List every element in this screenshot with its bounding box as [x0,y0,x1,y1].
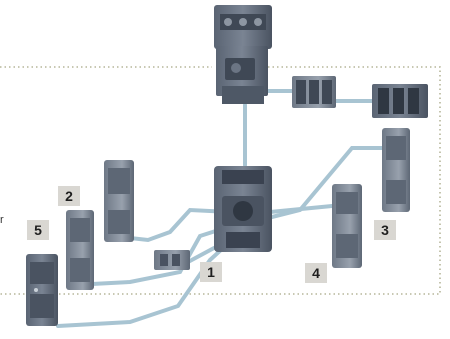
aux-module-bottom [26,254,58,326]
badge-1: 1 [200,262,222,282]
aux-module-3 [382,128,410,212]
edge-text: r [0,214,4,226]
terminal-block-a [292,76,336,108]
aux-module-2 [104,160,134,242]
aux-module-5 [66,210,94,290]
central-breaker [214,166,272,252]
badge-4: 4 [305,263,327,283]
dotted-frame [0,66,441,295]
aux-module-4 [332,184,362,268]
badge-2: 2 [58,186,80,206]
badge-3: 3 [374,220,396,240]
terminal-block-b [372,84,428,118]
accessory-item-1 [154,250,190,270]
top-device [214,5,272,104]
badge-5: 5 [27,220,49,240]
